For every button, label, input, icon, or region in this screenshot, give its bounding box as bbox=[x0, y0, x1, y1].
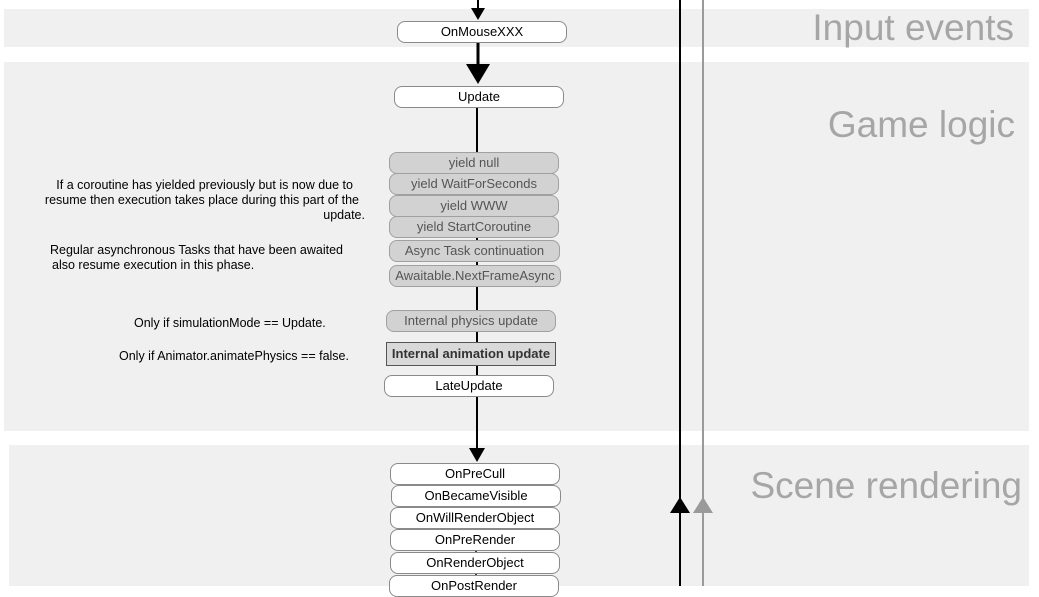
node-yield-null[interactable]: yield null bbox=[389, 152, 559, 174]
loop-arrow-black bbox=[670, 497, 690, 513]
node-late-update[interactable]: LateUpdate bbox=[384, 375, 554, 397]
node-animation[interactable]: Internal animation update bbox=[386, 342, 556, 366]
section-title-input-events: Input events bbox=[812, 7, 1014, 48]
note-animation: Only if Animator.animatePhysics == false… bbox=[119, 349, 349, 363]
note-async: Regular asynchronous Tasks that have bee… bbox=[40, 243, 360, 273]
node-update[interactable]: Update bbox=[394, 86, 564, 108]
note-async-line2: also resume execution in this phase. bbox=[52, 258, 255, 272]
flow-arrow-precull bbox=[469, 448, 485, 462]
loop-arrow-grey bbox=[693, 497, 713, 513]
node-on-pre-render[interactable]: OnPreRender bbox=[390, 529, 560, 551]
node-physics[interactable]: Internal physics update bbox=[386, 310, 556, 332]
section-title-scene-rendering: Scene rendering bbox=[750, 465, 1022, 506]
note-physics: Only if simulationMode == Update. bbox=[134, 316, 326, 330]
flow-arrow-update bbox=[466, 64, 490, 84]
section-title-game-logic: Game logic bbox=[827, 104, 1015, 145]
node-yield-start[interactable]: yield StartCoroutine bbox=[389, 216, 559, 238]
note-async-line1: Regular asynchronous Tasks that have bee… bbox=[50, 243, 344, 257]
node-on-post-render[interactable]: OnPostRender bbox=[389, 575, 559, 597]
node-yield-wait[interactable]: yield WaitForSeconds bbox=[389, 173, 559, 195]
node-async-task[interactable]: Async Task continuation bbox=[389, 240, 560, 262]
node-on-render-object[interactable]: OnRenderObject bbox=[390, 552, 560, 574]
node-on-became-visible[interactable]: OnBecameVisible bbox=[391, 485, 561, 507]
note-coroutine-line2: resume then execution takes place during… bbox=[44, 193, 359, 207]
node-on-pre-cull[interactable]: OnPreCull bbox=[390, 463, 560, 485]
node-yield-www[interactable]: yield WWW bbox=[389, 195, 559, 217]
node-awaitable[interactable]: Awaitable.NextFrameAsync bbox=[389, 265, 561, 287]
note-coroutine-line1: If a coroutine has yielded previously bu… bbox=[56, 178, 353, 192]
node-on-will-render-object[interactable]: OnWillRenderObject bbox=[390, 507, 560, 529]
note-coroutine-line3: update. bbox=[323, 208, 365, 222]
note-coroutine: If a coroutine has yielded previously bu… bbox=[0, 178, 365, 223]
flow-arrow-top bbox=[471, 8, 485, 20]
node-on-mouse[interactable]: OnMouseXXX bbox=[397, 21, 567, 43]
